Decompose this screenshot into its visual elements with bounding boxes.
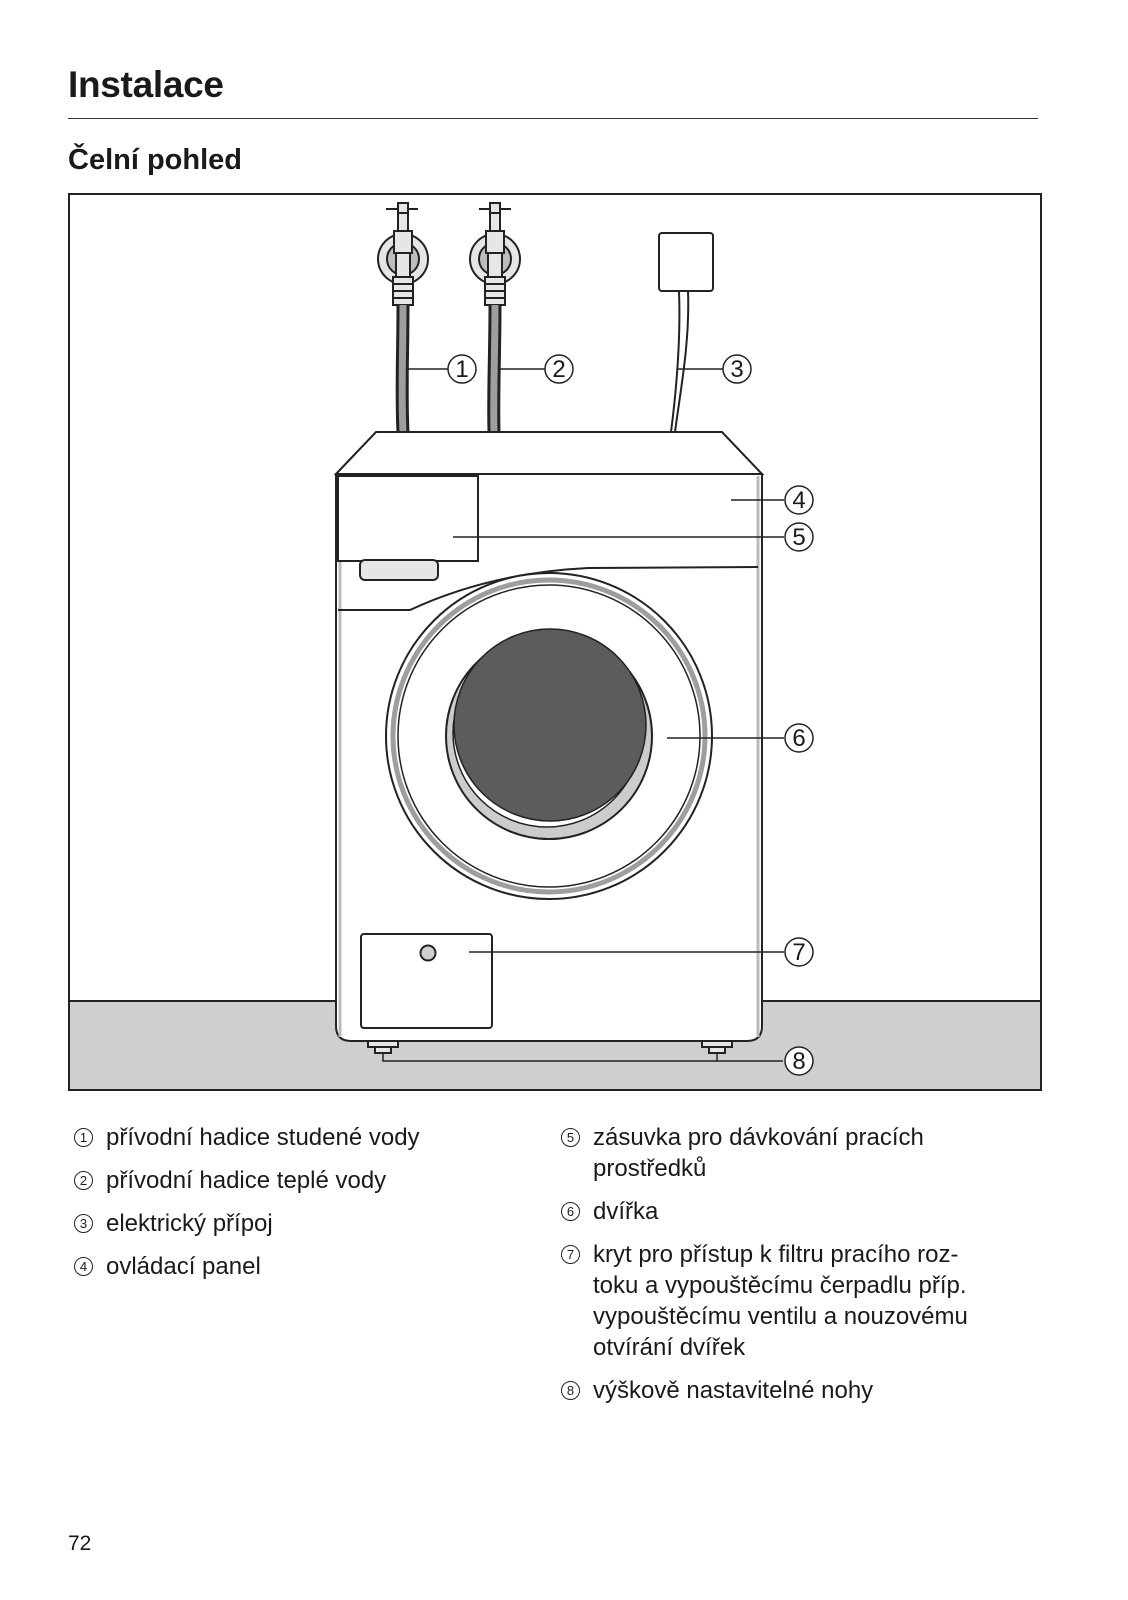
filter-cover [360,933,493,1029]
legend-text: přívodní hadice studené vody [106,1124,420,1151]
detergent-drawer [337,475,479,562]
warm-water-tap [469,202,521,306]
legend-number: 8 [561,1381,580,1400]
legend-line: výškově nastavitelné nohy [593,1377,874,1404]
legend-number: 6 [561,1202,580,1221]
callout-6: 6 [792,725,805,752]
legend-item: 4 ovládací panel [70,1251,540,1282]
drawer-handle [359,559,439,581]
front-panel-edge [338,566,759,611]
page-title: Instalace [68,64,224,105]
machine-top [333,431,765,475]
legend-item: 7 kryt pro přístup k filtru pracího roz-… [557,1239,1027,1363]
power-socket [658,232,714,433]
legend-line: prostředků [593,1155,707,1182]
legend-number: 4 [74,1257,93,1276]
legend-number: 1 [74,1128,93,1147]
legend-number: 5 [561,1128,580,1147]
callout-7: 7 [792,939,805,966]
legend-line: dvířka [593,1198,659,1225]
legend-text: elektrický přípoj [106,1210,273,1237]
legend-line: kryt pro přístup k filtru pracího roz- [593,1241,959,1268]
legend-number: 7 [561,1245,580,1264]
legend-item: 5 zásuvka pro dávkování pracích prostřed… [557,1122,1027,1184]
legend-text: přívodní hadice teplé vody [106,1167,387,1194]
warm-water-hose [487,304,502,433]
callout-2: 2 [552,356,565,383]
legend-line: toku a vypouštěcímu čerpadlu příp. [593,1272,967,1299]
legend-right: 5 zásuvka pro dávkování pracích prostřed… [557,1122,1027,1406]
legend-item: 1 přívodní hadice studené vody [70,1122,540,1153]
section-title: Čelní pohled [68,144,242,176]
figure-frame [68,193,1042,1091]
page-number: 72 [68,1532,92,1555]
callout-5: 5 [792,524,805,551]
cold-water-tap [377,202,429,306]
callout-1: 1 [455,356,468,383]
legend-number: 2 [74,1171,93,1190]
legend-number: 3 [74,1214,93,1233]
legend-item: 6 dvířka [557,1196,1027,1227]
legend-item: 3 elektrický přípoj [70,1208,540,1239]
legend-line: zásuvka pro dávkování pracích [593,1124,924,1151]
legend-item: 8 výškově nastavitelné nohy [557,1375,1027,1406]
cold-water-hose [395,304,410,433]
front-view-figure: 1 2 3 4 5 6 7 8 [68,193,1043,1091]
callout-3: 3 [730,356,743,383]
legend-line: otvírání dvířek [593,1334,746,1361]
legend-left: 1 přívodní hadice studené vody 2 přívodn… [70,1122,540,1282]
legend-text: ovládací panel [106,1253,261,1280]
washing-machine [333,431,765,1054]
callout-8: 8 [792,1048,805,1075]
legend-item: 2 přívodní hadice teplé vody [70,1165,540,1196]
filter-knob [419,944,437,962]
legend-line: vypouštěcímu ventilu a nouzovému [593,1303,968,1330]
title-divider [68,118,1038,119]
callout-4: 4 [792,487,805,514]
